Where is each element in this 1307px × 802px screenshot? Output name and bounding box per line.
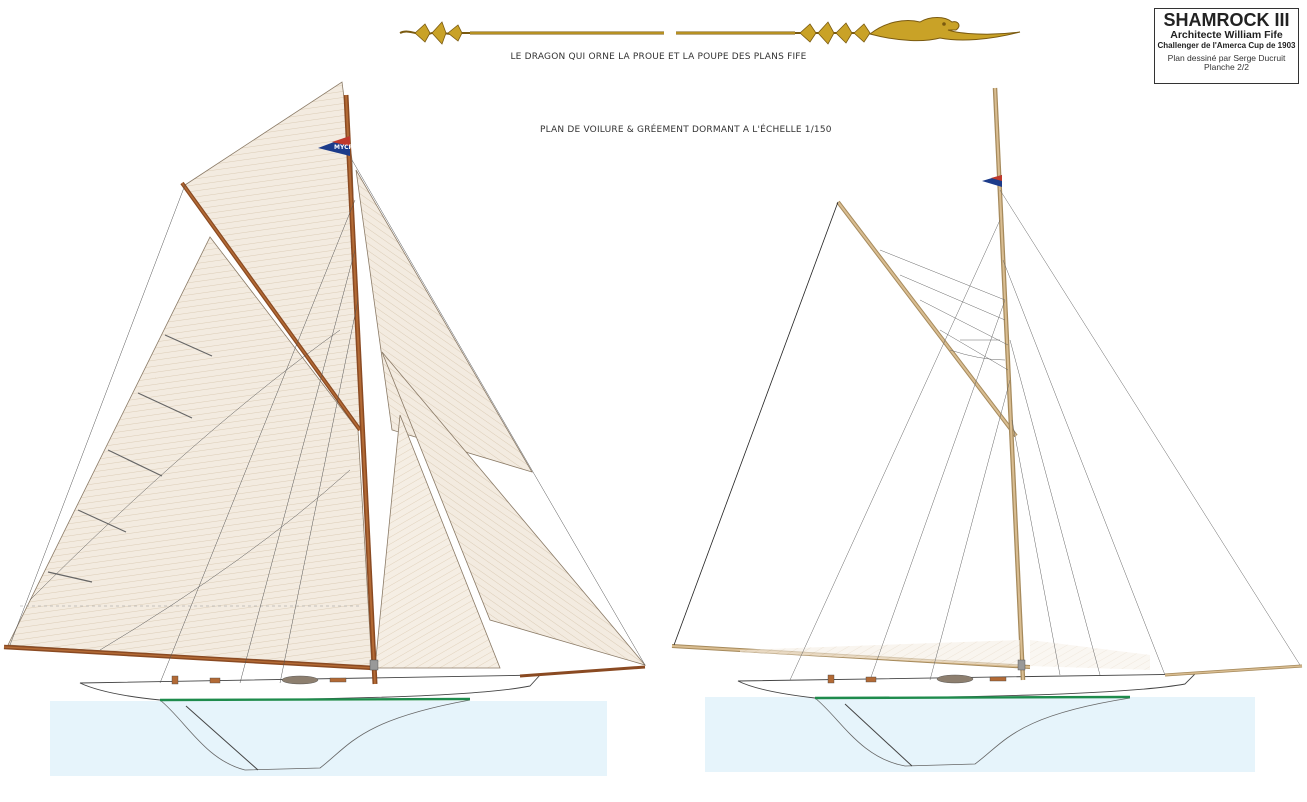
water-area-left [50,701,607,776]
keel-right [814,697,1131,767]
staysail [374,414,501,669]
title-block: SHAMROCK III Architecte William Fife Cha… [1154,8,1299,84]
plan-caption: PLAN DE VOILURE & GRÉEMENT DORMANT A L'É… [540,125,832,135]
drawn-by-line: Plan dessiné par Serge Ducruit [1167,53,1286,63]
burgee-flag-icon: MYCP [318,136,354,156]
architect-line: Architecte William Fife [1170,29,1283,41]
dragon-caption: LE DRAGON QUI ORNE LA PROUE ET LA POUPE … [510,52,807,62]
full-sail-plan: MYCP [3,81,647,776]
subtitle-line: Challenger de l'Amerca Cup de 1903 [1157,41,1296,50]
boat-name: SHAMROCK III [1163,10,1290,30]
sheet-line: Planche 2/2 [1204,62,1249,72]
keel-left [159,699,471,771]
burgee-flag-icon [982,175,1002,187]
water-area-right [705,697,1255,772]
jib [381,351,647,666]
flag-label-left: MYCP [334,144,354,151]
standing-rigging-plan [671,87,1303,772]
bowsprit-left [519,665,646,678]
dragon-ornament-icon [399,17,1021,45]
